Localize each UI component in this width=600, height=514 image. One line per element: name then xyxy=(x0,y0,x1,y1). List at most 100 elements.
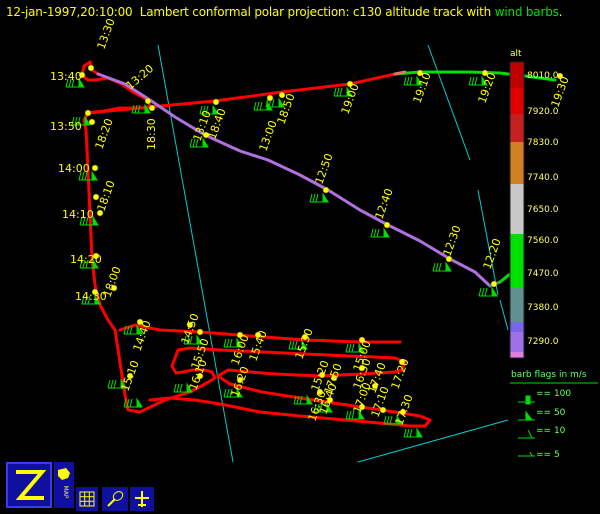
time-marker xyxy=(212,98,220,106)
wind-barb xyxy=(403,75,423,86)
wind-barb xyxy=(223,387,243,398)
colorbar-stripe xyxy=(510,62,524,88)
time-label: 19:10 xyxy=(411,71,434,105)
time-marker xyxy=(301,333,309,341)
barb-legend-title: barb flags in m/s xyxy=(511,370,587,380)
time-label: 12:50 xyxy=(313,152,336,186)
wind-barb xyxy=(107,378,127,389)
time-label: 12:40 xyxy=(373,187,396,221)
colorbar-level-label: 7740.0 xyxy=(527,173,559,183)
z-logo-icon xyxy=(15,470,47,500)
boundary-line xyxy=(357,419,509,463)
time-label: 15:40 xyxy=(247,329,270,363)
wind-barb xyxy=(78,170,98,181)
time-label: 13:00 xyxy=(257,119,280,153)
time-marker xyxy=(202,131,210,139)
colorbar-frame xyxy=(509,61,525,359)
barb-legend: barb flags in m/s == 100 == 50 == 10 == … xyxy=(510,370,598,460)
colorbar-level-label: 7650.0 xyxy=(527,205,559,215)
colorbar-level-label: 7830.0 xyxy=(527,138,559,148)
time-marker xyxy=(278,91,286,99)
time-marker xyxy=(399,408,407,416)
time-marker xyxy=(91,288,99,296)
time-marker xyxy=(371,382,379,390)
time-label: 14:10 xyxy=(62,208,94,221)
aircraft-icon xyxy=(135,491,149,507)
wind-barb xyxy=(333,86,353,97)
z-logo-button[interactable] xyxy=(6,462,52,508)
time-label: 13:20 xyxy=(124,62,157,92)
time-marker xyxy=(148,104,156,112)
time-marker xyxy=(481,69,489,77)
track-segment-red xyxy=(118,323,402,344)
altitude-colorbar: alt 8010.07920.07830.07740.07650.07560.0… xyxy=(509,49,559,359)
time-marker xyxy=(416,69,424,77)
wind-barb xyxy=(370,227,390,238)
time-marker xyxy=(398,358,406,366)
time-marker xyxy=(326,396,334,404)
time-marker xyxy=(236,376,244,384)
colorbar-stripe xyxy=(510,234,524,288)
time-label: 14:30 xyxy=(75,290,107,303)
racket-icon xyxy=(107,491,124,507)
time-marker xyxy=(556,72,564,80)
time-label: 12:20 xyxy=(481,237,504,271)
wind-barb xyxy=(288,339,308,350)
time-marker xyxy=(379,406,387,414)
wind-barb xyxy=(189,137,209,148)
time-label: 13:30 xyxy=(95,17,118,51)
time-marker xyxy=(186,321,194,329)
time-label: 17:20 xyxy=(389,357,412,391)
wind-barb xyxy=(223,337,243,348)
time-marker xyxy=(196,372,204,380)
map-button[interactable]: MAP xyxy=(54,462,74,508)
time-label: 13:40 xyxy=(50,70,82,83)
time-marker xyxy=(266,94,274,102)
wind-barb xyxy=(345,409,365,420)
colorbar-stripe xyxy=(510,184,524,234)
wind-barb xyxy=(403,427,423,438)
colorbar-level-label: 7380.0 xyxy=(527,303,559,313)
wind-barb xyxy=(313,402,333,413)
wind-barb xyxy=(183,334,203,345)
racket-button[interactable] xyxy=(102,487,128,511)
legend-item: == 5 xyxy=(536,450,560,460)
wind-barb xyxy=(71,115,91,126)
colorbar-level-label: 8010.0 xyxy=(527,71,559,81)
time-marker xyxy=(254,331,262,339)
colorbar-stripe xyxy=(510,288,524,322)
time-marker xyxy=(316,388,324,396)
map-icon: MAP xyxy=(58,468,70,499)
boundary-line xyxy=(427,44,471,161)
colorbar-stripe xyxy=(510,88,524,114)
wind-barb xyxy=(199,104,219,115)
time-label: 14:20 xyxy=(70,253,102,266)
time-marker xyxy=(110,284,118,292)
wind-barb xyxy=(345,342,365,353)
time-marker xyxy=(91,164,99,172)
grid-button[interactable] xyxy=(76,487,98,511)
time-marker xyxy=(78,71,86,79)
wind-barbs xyxy=(65,75,498,438)
time-label: 12:30 xyxy=(441,224,464,258)
time-label: 18:00 xyxy=(101,265,124,299)
colorbar-stripe xyxy=(510,352,524,358)
boundary-line xyxy=(477,189,499,296)
colorbar-level-label: 7920.0 xyxy=(527,107,559,117)
wind-barb xyxy=(432,261,452,272)
wind-barb xyxy=(173,382,193,393)
time-marker xyxy=(358,336,366,344)
colorbar-level-label: 7470.0 xyxy=(527,269,559,279)
aircraft-button[interactable] xyxy=(130,487,154,511)
time-marker xyxy=(92,193,100,201)
track-segment-violet xyxy=(96,72,492,288)
title-time: 12-jan-1997,20:10:00 xyxy=(6,5,133,19)
wind-barb xyxy=(131,103,151,114)
time-label: 18:30 xyxy=(145,118,158,150)
time-marker xyxy=(196,328,204,336)
time-marker xyxy=(236,331,244,339)
wind-barb xyxy=(65,77,85,88)
time-marker xyxy=(96,209,104,217)
time-marker xyxy=(87,64,95,72)
